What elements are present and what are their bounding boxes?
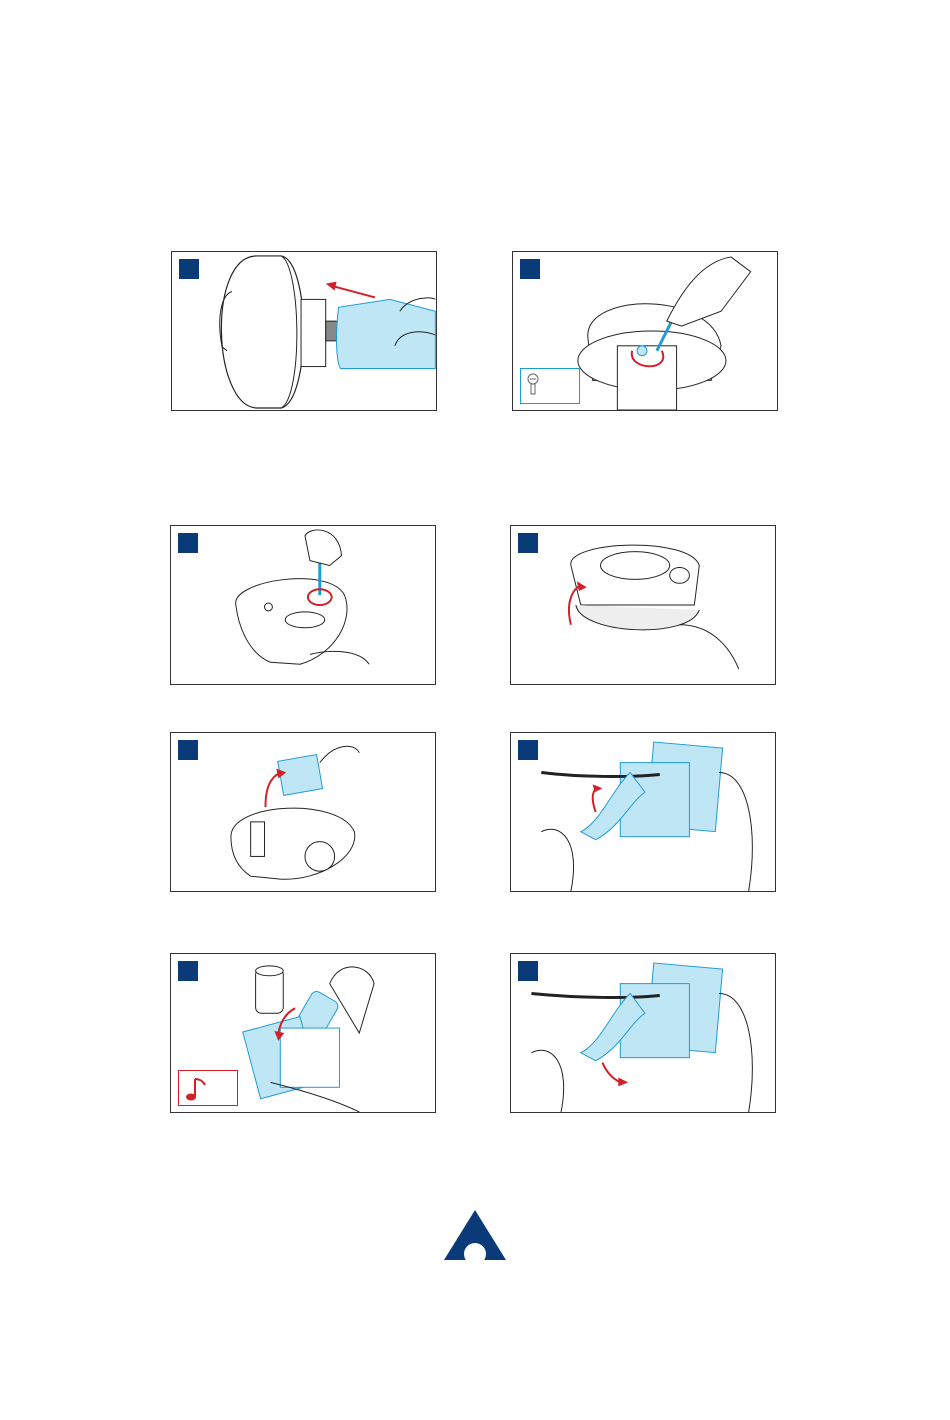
music-note-icon xyxy=(179,1071,237,1105)
slide-off-cover-illustration xyxy=(172,252,436,410)
music-note-inset xyxy=(178,1070,238,1106)
step-panel-6 xyxy=(510,732,776,892)
pull-tab-back-illustration xyxy=(511,954,775,1112)
step-panel-3 xyxy=(170,525,436,685)
step-panel-5 xyxy=(170,732,436,892)
step-panel-2 xyxy=(512,251,778,411)
pull-tab-out-illustration xyxy=(511,733,775,891)
step-panel-7 xyxy=(170,953,436,1113)
screw-icon xyxy=(521,369,579,403)
step-panel-8 xyxy=(510,953,776,1113)
brand-triangle-logo-icon xyxy=(444,1210,506,1262)
unscrew-top-illustration xyxy=(171,526,435,684)
lift-housing-illustration xyxy=(511,526,775,684)
screw-inset xyxy=(520,368,580,404)
remove-battery-pack-illustration xyxy=(171,733,435,891)
step-panel-1 xyxy=(171,251,437,411)
step-panel-4 xyxy=(510,525,776,685)
